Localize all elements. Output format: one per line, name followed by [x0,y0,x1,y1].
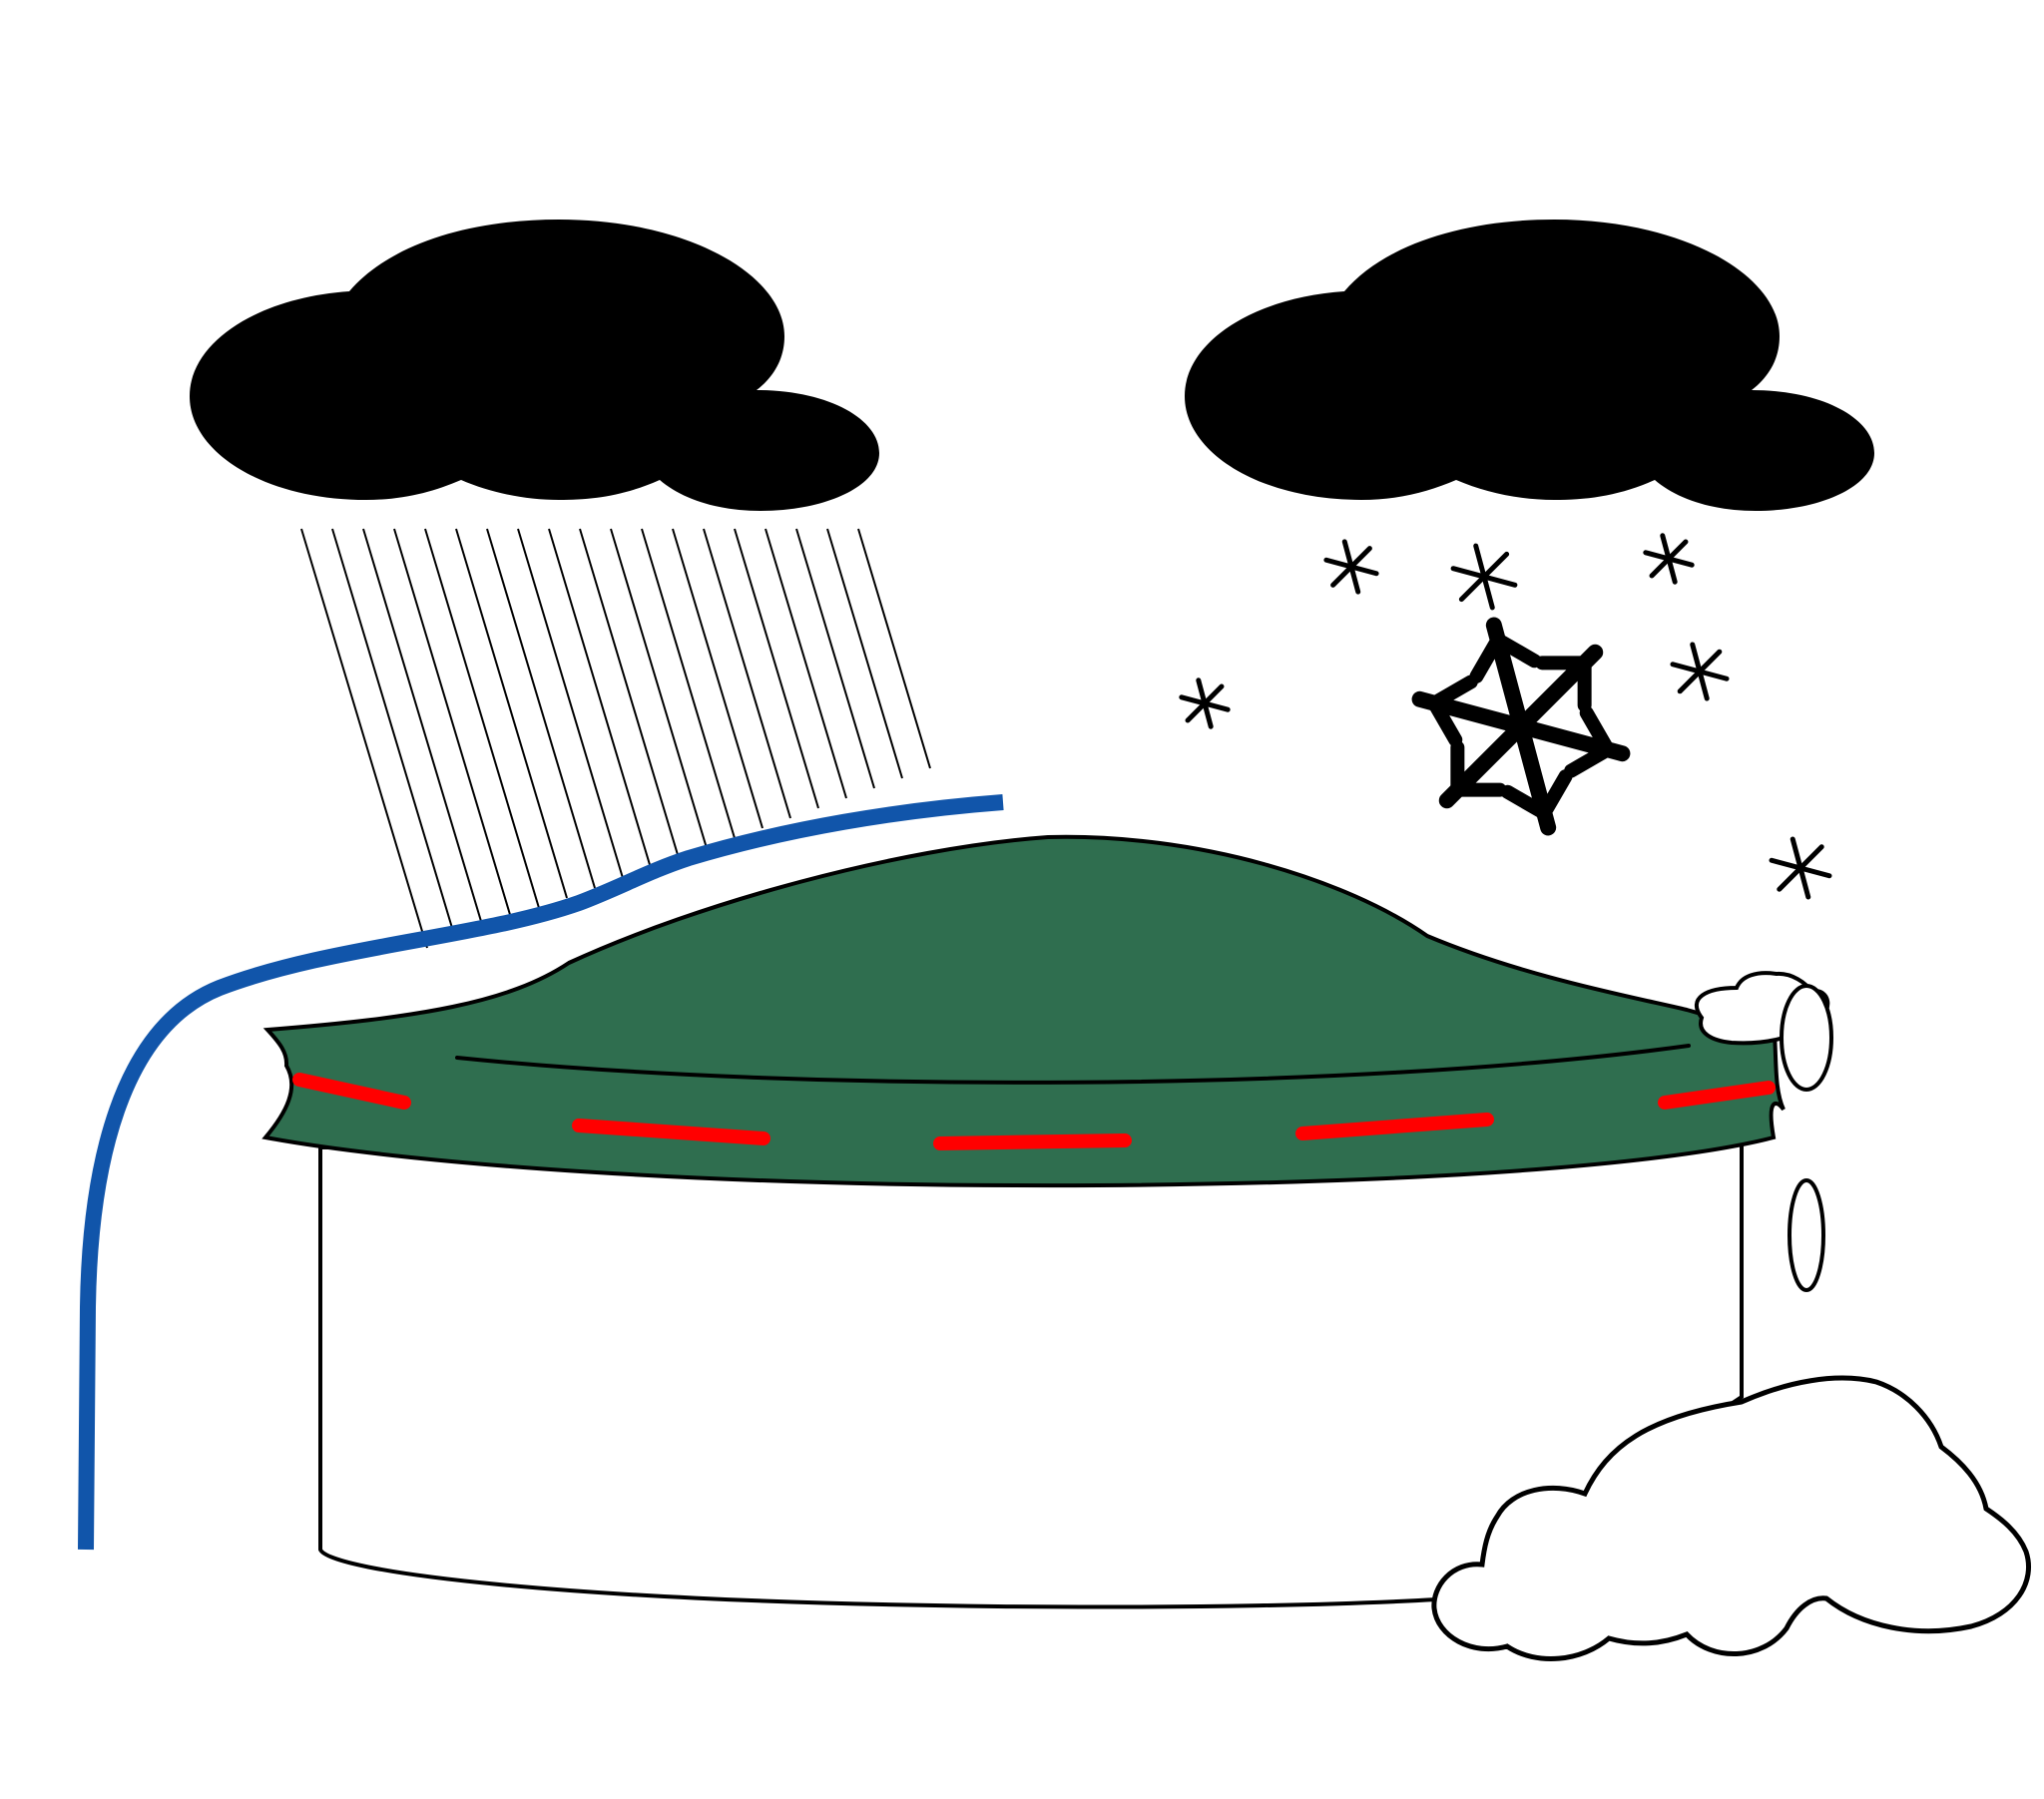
rain-streak [826,528,903,779]
snowflake-branch [1535,656,1592,712]
rain-streak [672,528,764,829]
rain-streak [424,528,540,909]
snowflake-arm [1330,546,1372,588]
snowflake-branch [1469,633,1542,683]
small-snowflake-icon [1323,539,1379,595]
rain-streaks [300,528,931,949]
rain-streak [548,528,652,869]
rain-streak [734,528,819,809]
rain-streak [610,528,708,849]
rain-cloud-icon [190,220,879,511]
big-snowflake-icon [1411,617,1631,836]
snowflake-branch [1500,769,1573,820]
strap-dash [1295,1113,1494,1140]
small-snowflake-icon [1670,642,1730,701]
small-snowflake-icon [1179,677,1231,729]
rain-streak [486,528,596,889]
rain-streak [703,528,791,819]
snowflake-arm [1513,705,1631,778]
small-snowflake-icon [1450,543,1518,611]
rain-streak [641,528,736,839]
rain-streak [765,528,847,799]
rain-cloud-shape [190,220,879,511]
snowflake-branch [1450,740,1507,797]
strap-dash [572,1119,770,1145]
small-snowflake-icon [1643,533,1695,585]
water-runoff-line [78,794,1004,1551]
snow-pile-icon [1431,1375,2032,1661]
snowflake-branch [1564,705,1615,778]
snow-drip [1780,984,1833,1092]
snow-cloud-shape [1185,220,1874,511]
strap-dash [933,1133,1132,1150]
rain-streak [362,528,484,929]
rain-streak [455,528,568,899]
rain-streak [300,528,428,949]
snowflake-arm [1411,675,1529,747]
small-snowflakes [1179,533,1832,900]
droplet-icon [1788,1178,1825,1292]
snowflake-arm [1677,649,1723,694]
small-snowflake-icon [1769,836,1832,900]
snowflake-arm [1185,683,1225,723]
rain-streak [331,528,456,939]
rain-streak [795,528,875,789]
rain-streak [393,528,512,919]
snowflake-arm [1438,718,1529,809]
strap-dash [292,1073,411,1110]
rain-streak [579,528,680,859]
rain-streak [857,528,931,769]
snowflake-arm [1513,644,1604,734]
pool-cover [261,834,1786,1188]
snowflake-arm [1777,844,1824,892]
snow-cloud-icon [1185,220,1874,511]
strap-dash [1658,1081,1776,1110]
rain-streak [517,528,624,879]
snowflake-branch [1427,675,1478,747]
pool-body [318,1136,1744,1609]
snow-on-cover-icon [1694,971,1833,1092]
snowflake-arm [1500,718,1573,836]
snowflake-arm [1649,539,1689,579]
snowflake-arm [1469,617,1542,734]
snowflake-arm [1458,551,1510,603]
red-strap [292,1073,1776,1150]
cover-hem-line [455,1044,1691,1085]
